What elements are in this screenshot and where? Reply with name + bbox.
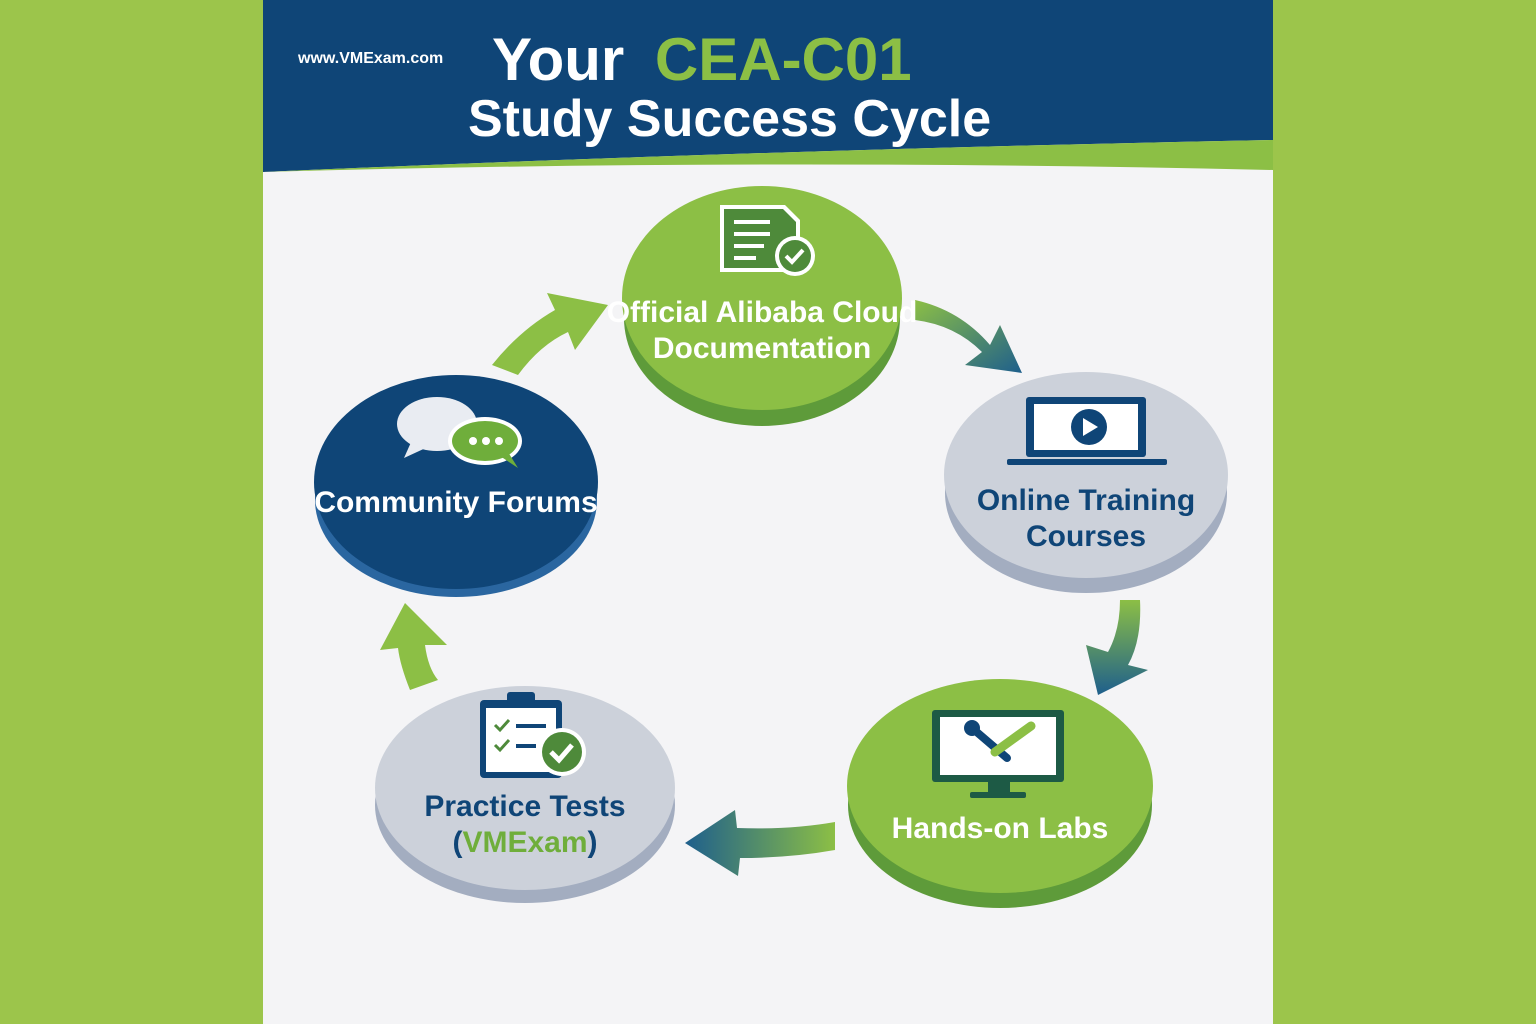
cycle-node-documentation: Official Alibaba Cloud Documentation: [607, 186, 918, 426]
document-check-icon: [720, 205, 815, 276]
website-label: www.VMExam.com: [297, 50, 443, 67]
arrow-docs-to-courses: [915, 300, 1022, 373]
header-green-stripe: [263, 140, 1273, 172]
title-exam-code: CEA-C01: [655, 26, 912, 93]
arrow-courses-to-labs: [1086, 600, 1148, 695]
cycle-node-practice-tests: Practice Tests (VMExam): [375, 686, 675, 903]
node-label-line1: Online Training: [977, 484, 1195, 517]
monitor-tools-icon: [932, 710, 1064, 798]
arrow-forums-to-docs: [492, 293, 608, 375]
node-label-line1: Official Alibaba Cloud: [607, 296, 918, 329]
node-label-line2: (VMExam): [452, 826, 597, 859]
arrow-practice-to-forums: [380, 603, 447, 690]
chat-bubbles-icon: [397, 397, 522, 468]
cycle-node-online-courses: Online Training Courses: [944, 372, 1228, 593]
node-label-line2: Courses: [1026, 520, 1146, 553]
title-line-2: Study Success Cycle: [468, 90, 991, 148]
cycle-node-community-forums: Community Forums: [314, 375, 598, 597]
node-label-line1: Hands-on Labs: [892, 812, 1109, 845]
paren-close: ): [588, 826, 598, 859]
title-prefix: Your: [492, 26, 624, 93]
paren-open: (: [452, 826, 462, 859]
node-label-line1: Community Forums: [314, 486, 597, 519]
cycle-node-hands-on-labs: Hands-on Labs: [847, 679, 1153, 908]
node-label-line1: Practice Tests: [424, 790, 625, 823]
vmexam-label: VMExam: [462, 826, 587, 859]
laptop-play-icon: [1007, 397, 1167, 465]
node-label-line2: Documentation: [653, 332, 871, 365]
clipboard-checklist-icon: [480, 692, 586, 778]
header-band: [263, 0, 1273, 172]
title-line-1: Your CEA-C01: [492, 26, 912, 93]
arrow-labs-to-practice: [685, 810, 835, 876]
